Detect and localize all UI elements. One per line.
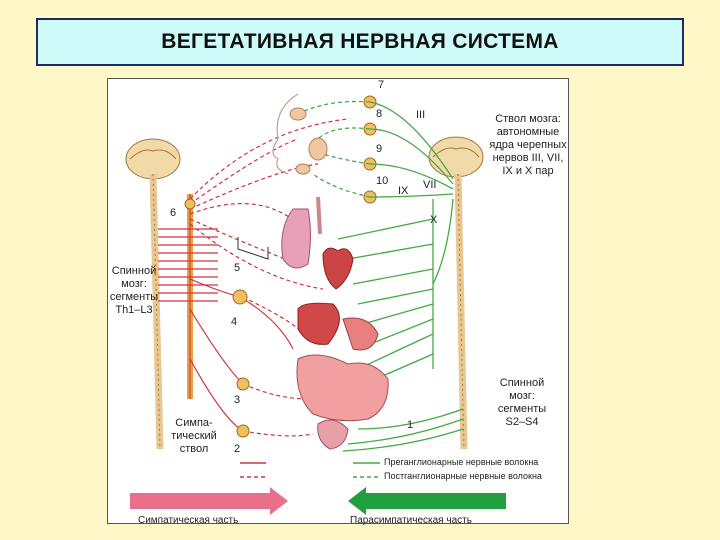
label-8: 8 [376,108,383,120]
organs [281,196,389,450]
liver [297,302,340,345]
trunk-line-1: Симпа- [175,417,213,429]
cranial-X: X [430,214,438,226]
label-1: 1 [407,419,414,431]
label-4: 4 [231,316,238,328]
spinal-thoracolumbar-label: Спинной мозг: сегменты Th1–L3 [108,265,160,317]
cranial-III: III [416,109,426,121]
ganglion-2 [236,424,250,438]
label-2: 2 [234,443,241,455]
spinal-tl-line-4: Th1–L3 [115,304,153,316]
parasympathetic-arrow [348,487,506,515]
spinal-s-line-2: мозг: [509,390,535,402]
title-banner: ВЕГЕТАТИВНАЯ НЕРВНАЯ СИСТЕМА [36,18,684,66]
sympathetic-arrow [130,487,288,515]
spinal-sacral-label: Спинной мозг: сегменты S2–S4 [494,377,550,429]
direction-arrows [130,487,506,515]
ganglion-3 [236,377,250,391]
ganglion-6 [184,198,196,210]
spinal-s-line-3: сегменты [497,403,547,415]
legend-preganglionic: Преганглионарные нервные волокна [384,457,539,467]
heart [322,247,354,290]
right-spinal-cord [428,136,484,450]
legend-sympathetic: Симпатическая часть [138,515,239,526]
diagram-svg [125,93,506,515]
legend-postganglionic: Постганглионарные нервные волокна [384,471,542,481]
label-5: 5 [234,262,241,274]
diagram-panel: 6 5 4 3 2 1 7 8 9 10 III VII IX X Ствол … [107,78,569,526]
label-9: 9 [376,143,383,155]
ganglion-4 [232,289,248,305]
trunk-line-2: тический [171,430,217,442]
bladder [317,419,349,450]
cranial-VII: VII [423,179,437,191]
left-spinal-cord [125,138,181,450]
sympathetic-trunk-label: Симпа- тический ствол [166,417,222,456]
spinal-tl-line-1: Спинной [111,265,157,277]
label-7: 7 [378,79,385,91]
lung [281,208,311,269]
spinal-tl-line-2: мозг: [121,278,147,290]
legend-parasympathetic: Парасимпатическая часть [350,515,472,526]
label-3: 3 [234,394,241,406]
spinal-tl-line-3: сегменты [109,291,159,303]
trunk-line-3: ствол [179,443,209,455]
stomach [342,317,379,351]
cranial-IX: IX [398,185,409,197]
label-6: 6 [170,207,177,219]
intestines [296,354,389,422]
bracket-5 [237,237,269,260]
page-title: ВЕГЕТАТИВНАЯ НЕРВНАЯ СИСТЕМА [161,30,559,53]
brainstem-label: Ствол мозга: автономные ядра черепных не… [489,113,567,177]
spinal-s-line-1: Спинной [499,377,545,389]
label-10: 10 [376,175,389,187]
spinal-s-line-4: S2–S4 [505,416,539,428]
legend-lines [240,462,380,478]
sympathetic-segments [158,228,218,302]
face-outline [272,93,328,175]
